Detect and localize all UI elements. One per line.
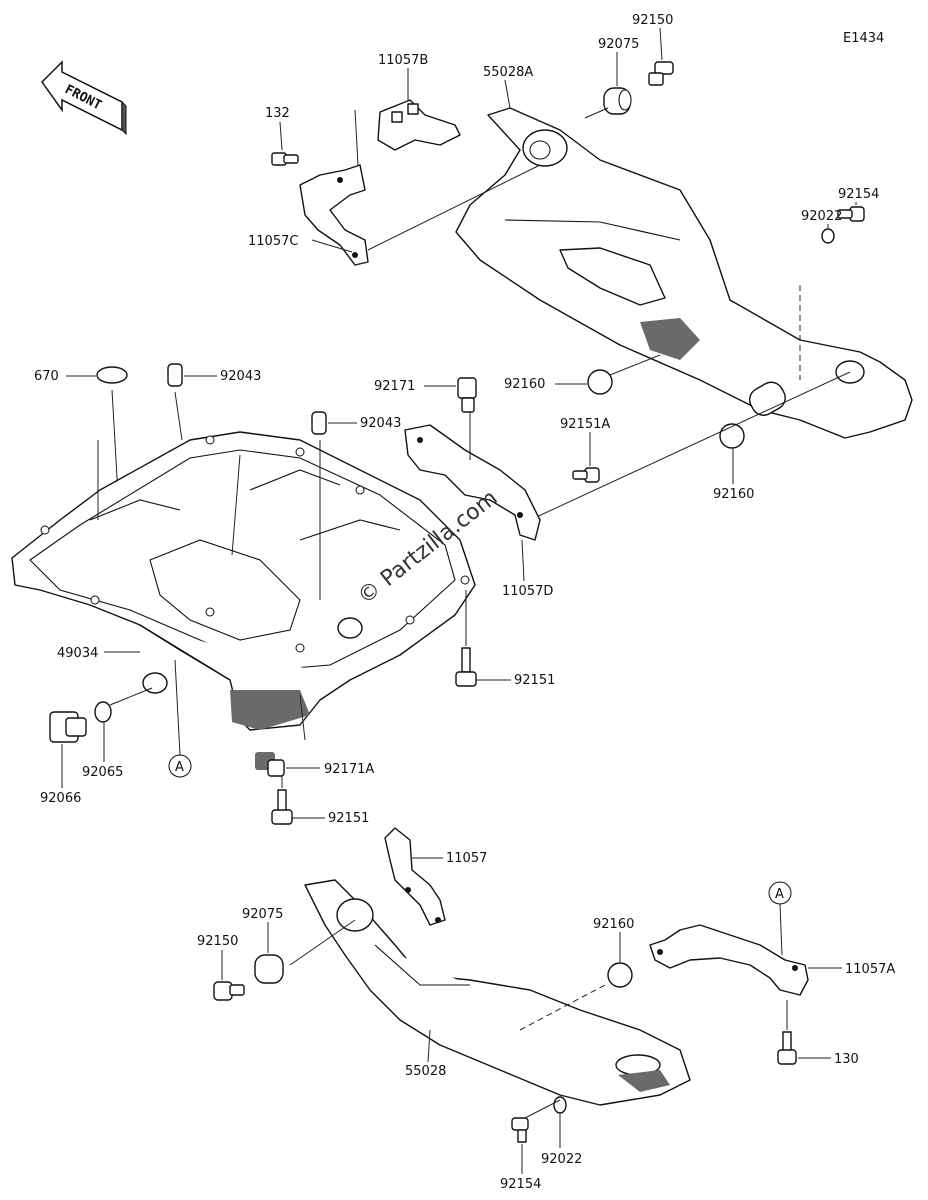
callout-92066: 92066 (40, 791, 81, 806)
bolt-92151-b (271, 789, 293, 825)
washer-92065 (94, 701, 112, 723)
diagram-code: E1434 (843, 31, 884, 46)
callout-11057c: 11057C (248, 234, 298, 249)
callout-92151a: 92151A (560, 417, 610, 432)
callout-92075-top: 92075 (598, 37, 639, 52)
o-ring-670 (96, 366, 128, 384)
callout-55028a: 55028A (483, 65, 533, 80)
bolt-132 (271, 152, 299, 166)
bolt-92154-top (837, 206, 865, 222)
grommet-92160-a (587, 369, 613, 395)
bracket-11057 (384, 827, 446, 926)
washer-92022-bottom (553, 1096, 567, 1114)
bolt-92150-top (648, 61, 674, 86)
callout-92160-a: 92160 (504, 377, 545, 392)
bolt-92154-bottom (511, 1117, 529, 1143)
reference-a-right: A (768, 881, 792, 956)
callout-92150-top: 92150 (632, 13, 673, 28)
callout-92151-a: 92151 (514, 673, 555, 688)
grommet-92160-c (607, 962, 633, 988)
clip-92171a (255, 752, 285, 777)
bolt-130 (777, 1031, 797, 1065)
upper-guard-55028a (455, 107, 913, 439)
grommet-92075-bottom (254, 954, 284, 984)
callout-92022-top: 92022 (801, 209, 842, 224)
callout-55028: 55028 (405, 1064, 446, 1079)
callout-92160-c: 92160 (593, 917, 634, 932)
callout-92075-bottom: 92075 (242, 907, 283, 922)
svg-text:A: A (175, 760, 184, 775)
callout-92150-bottom: 92150 (197, 934, 238, 949)
bracket-11057c (299, 164, 369, 266)
reference-a-left: A (168, 659, 192, 778)
callout-92022-bottom: 92022 (541, 1152, 582, 1167)
dowel-92043-b (311, 411, 327, 435)
callout-132: 132 (265, 106, 290, 121)
drain-plug-92066 (49, 711, 87, 743)
svg-text:A: A (775, 887, 784, 902)
callout-130: 130 (834, 1052, 859, 1067)
callout-92065: 92065 (82, 765, 123, 780)
callout-49034: 49034 (57, 646, 98, 661)
callout-92154-top: 92154 (838, 187, 879, 202)
callout-92151-b: 92151 (328, 811, 369, 826)
callout-670: 670 (34, 369, 59, 384)
grommet-92075-top (603, 87, 632, 115)
bracket-11057a (649, 924, 809, 996)
bracket-11057d (404, 424, 541, 541)
lower-guard-55028 (304, 879, 691, 1106)
clip-92171 (457, 377, 477, 413)
callout-11057: 11057 (446, 851, 487, 866)
washer-92022-top (821, 228, 835, 244)
callout-92171: 92171 (374, 379, 415, 394)
bolt-92150-bottom (213, 981, 245, 1001)
bolt-92151a (572, 467, 600, 483)
callout-92154-bottom: 92154 (500, 1177, 541, 1192)
callout-11057b: 11057B (378, 53, 428, 68)
callout-92160-b: 92160 (713, 487, 754, 502)
bolt-92151-a (455, 647, 477, 687)
callout-11057d: 11057D (502, 584, 553, 599)
callout-92171a: 92171A (324, 762, 374, 777)
callout-11057a: 11057A (845, 962, 895, 977)
dowel-92043-a (167, 363, 183, 387)
callout-92043-b: 92043 (360, 416, 401, 431)
grommet-92160-b (719, 423, 745, 449)
oil-pan-49034 (11, 431, 476, 731)
callout-92043-a: 92043 (220, 369, 261, 384)
front-arrow-icon: FRONT (41, 60, 127, 136)
bracket-11057b (377, 99, 461, 151)
